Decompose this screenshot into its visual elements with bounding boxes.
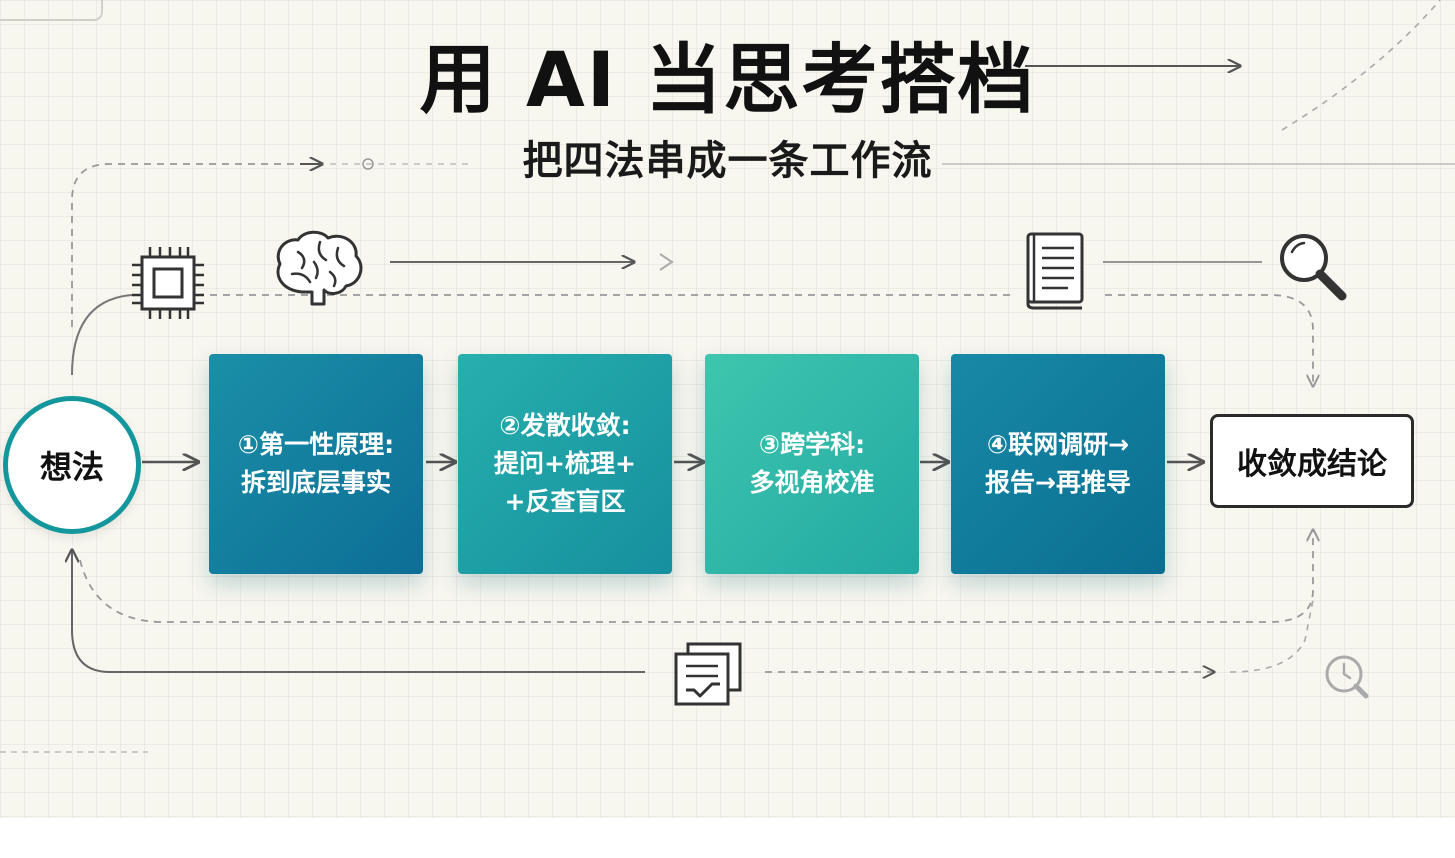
step-divergent-convergent: ②发散收敛: 提问+梳理+ +反查盲区: [458, 354, 672, 574]
step-web-research: ④联网调研→ 报告→再推导: [951, 354, 1165, 574]
page-subtitle: 把四法串成一条工作流: [522, 138, 933, 184]
step-cross-discipline: ③跨学科: 多视角校准: [705, 354, 919, 574]
corner-badge: [0, 0, 103, 21]
feedback-loop: [72, 550, 645, 673]
checklist-icon: [674, 642, 742, 706]
end-node-label: 收敛成结论: [1237, 447, 1387, 482]
lower-dashed-loop: [79, 530, 1313, 623]
start-node-label: 想法: [39, 448, 104, 486]
book-icon: [1026, 232, 1084, 310]
end-node-conclusion: 收敛成结论: [1210, 414, 1414, 508]
page-title: 用 AI 当思考搭档: [419, 35, 1036, 124]
clock-magnifier-icon: [1325, 655, 1369, 699]
step-label: ④联网调研→ 报告→再推导: [985, 430, 1131, 497]
diagonal-dashed: [1281, 0, 1441, 131]
step-first-principles: ①第一性原理: 拆到底层事实: [209, 354, 423, 574]
step-label: ①第一性原理: 拆到底层事实: [237, 430, 395, 497]
chip-icon: [132, 247, 204, 319]
bottom-strip: [0, 818, 1455, 858]
top-left-loop: [71, 163, 320, 330]
step-label: ③跨学科: 多视角校准: [749, 430, 875, 497]
step-label: ②发散收敛: 提问+梳理+ +反查盲区: [494, 411, 636, 516]
brain-icon: [276, 230, 363, 306]
magnifier-icon: [1280, 234, 1347, 301]
start-node-idea: 想法: [3, 396, 141, 534]
